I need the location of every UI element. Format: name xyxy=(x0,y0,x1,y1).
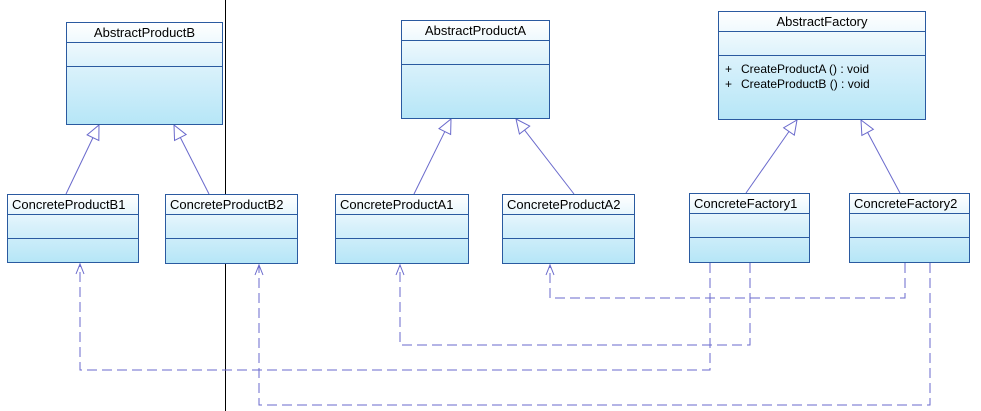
dependency-line xyxy=(549,263,906,299)
class-concrete-product-b1[interactable]: ConcreteProductB1 xyxy=(7,194,139,263)
operations-section xyxy=(166,239,297,263)
dependency-arrowhead xyxy=(75,262,85,275)
dependency-arrowhead xyxy=(395,263,405,276)
generalization-line xyxy=(413,131,446,195)
class-name: ConcreteProductA1 xyxy=(336,195,468,215)
generalization-concrete-factory1 xyxy=(745,119,798,194)
dependency-line xyxy=(399,263,751,346)
generalization-concrete-product-b2 xyxy=(173,123,210,195)
generalization-arrowhead xyxy=(782,119,798,137)
attributes-section xyxy=(719,32,925,56)
attributes-section xyxy=(850,214,969,238)
class-name: ConcreteProductB1 xyxy=(8,195,138,215)
class-concrete-product-a1[interactable]: ConcreteProductA1 xyxy=(335,194,469,264)
class-abstract-factory[interactable]: AbstractFactory + CreateProductA () : voi… xyxy=(718,11,926,120)
class-name: AbstractFactory xyxy=(719,12,925,32)
operation-signature: CreateProductB () : void xyxy=(741,77,870,91)
class-name: ConcreteProductA2 xyxy=(503,195,634,215)
attributes-section xyxy=(690,214,809,238)
dependency-concrete-factory1-to-concrete-product-b1 xyxy=(75,262,711,371)
operation-signature: CreateProductA () : void xyxy=(741,62,870,76)
attributes-section xyxy=(336,215,468,239)
class-name: AbstractProductA xyxy=(402,21,549,41)
attributes-section xyxy=(67,43,222,67)
generalization-arrowhead xyxy=(860,118,875,137)
generalization-arrowhead xyxy=(515,118,531,135)
generalization-concrete-product-a1 xyxy=(413,117,452,195)
operations-section xyxy=(690,238,809,262)
generalization-line xyxy=(65,137,94,195)
generalization-layer xyxy=(65,117,901,195)
class-name: ConcreteProductB2 xyxy=(166,195,297,215)
operations-section xyxy=(67,67,222,124)
generalization-line xyxy=(745,131,790,194)
class-concrete-product-b2[interactable]: ConcreteProductB2 xyxy=(165,194,298,264)
class-concrete-product-a2[interactable]: ConcreteProductA2 xyxy=(502,194,635,264)
attributes-section xyxy=(166,215,297,239)
operation-create-product-b: + CreateProductB () : void xyxy=(719,77,925,92)
generalization-line xyxy=(524,129,575,195)
generalization-concrete-product-b1 xyxy=(65,123,100,195)
dependency-arrowhead xyxy=(545,263,555,276)
operations-section xyxy=(402,65,549,118)
visibility-marker: + xyxy=(725,62,733,76)
class-name: ConcreteFactory1 xyxy=(690,194,809,214)
class-name: AbstractProductB xyxy=(67,23,222,43)
generalization-arrowhead xyxy=(173,123,188,142)
dependency-concrete-factory2-to-concrete-product-a2 xyxy=(545,263,906,299)
operations-section xyxy=(336,239,468,263)
operations-section xyxy=(503,239,634,263)
class-abstract-product-a[interactable]: AbstractProductA xyxy=(401,20,550,119)
attributes-section xyxy=(503,215,634,239)
class-name: ConcreteFactory2 xyxy=(850,194,969,214)
dependency-layer xyxy=(75,262,931,406)
class-concrete-factory1[interactable]: ConcreteFactory1 xyxy=(689,193,810,263)
dependency-concrete-factory2-to-concrete-product-b2 xyxy=(254,263,931,406)
visibility-marker: + xyxy=(725,77,733,91)
operations-section xyxy=(8,239,138,262)
operations-section: + CreateProductA () : void + CreateProduct… xyxy=(719,56,925,119)
attributes-section xyxy=(8,215,138,239)
generalization-line xyxy=(867,132,901,194)
dependency-concrete-factory1-to-concrete-product-a1 xyxy=(395,263,751,346)
generalization-arrowhead xyxy=(438,117,452,136)
generalization-concrete-product-a2 xyxy=(515,118,575,195)
dependency-line xyxy=(258,263,931,406)
dependency-line xyxy=(79,263,711,371)
generalization-arrowhead xyxy=(86,123,100,142)
generalization-concrete-factory2 xyxy=(860,118,901,194)
operation-create-product-a: + CreateProductA () : void xyxy=(719,62,925,77)
class-abstract-product-b[interactable]: AbstractProductB xyxy=(66,22,223,125)
generalization-line xyxy=(179,137,210,195)
operations-section xyxy=(850,238,969,262)
class-concrete-factory2[interactable]: ConcreteFactory2 xyxy=(849,193,970,263)
dependency-arrowhead xyxy=(254,263,264,276)
attributes-section xyxy=(402,41,549,65)
